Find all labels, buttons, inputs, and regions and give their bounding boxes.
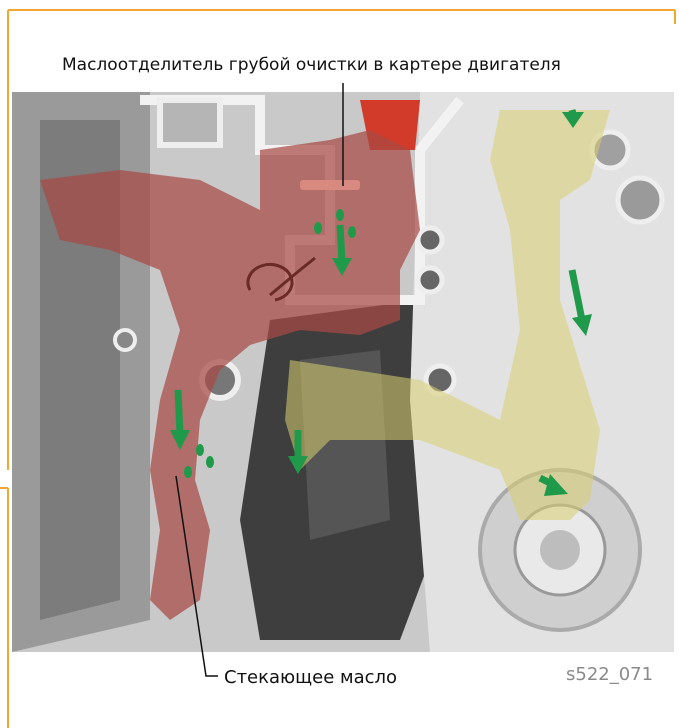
draining-oil-label: Стекающее масло xyxy=(224,667,397,688)
figure-code: s522_071 xyxy=(566,664,653,685)
coarse-oil-separator-label: Маслоотделитель грубой очистки в картере… xyxy=(62,55,561,75)
separator-baffle xyxy=(300,180,360,190)
